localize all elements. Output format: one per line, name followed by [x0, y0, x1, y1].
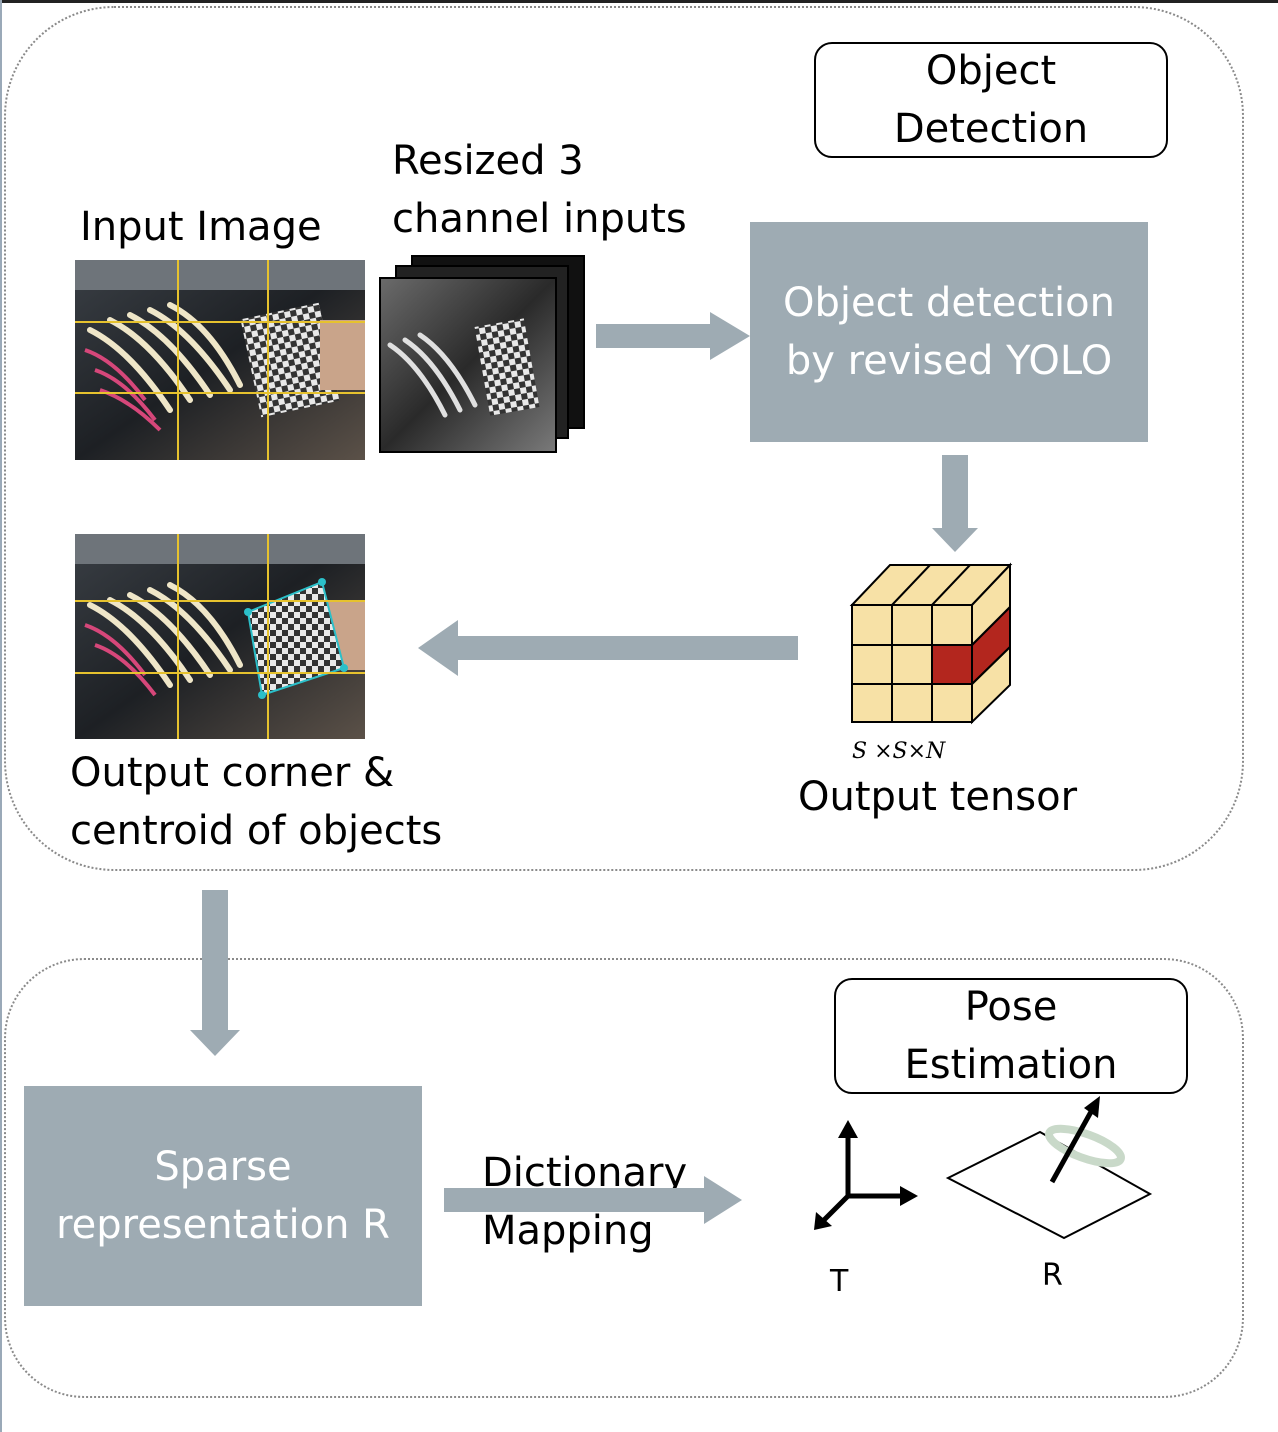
output-tensor-cube [849, 562, 1013, 725]
pose-estimation-panel [4, 958, 1244, 1398]
pose-estimation-title-line2: Estimation [904, 1042, 1118, 1088]
arrow-to-output [418, 620, 798, 676]
arrow-dictionary-mapping [444, 1176, 742, 1224]
translation-label: T [830, 1264, 849, 1299]
arrow-to-yolo [596, 312, 750, 360]
top-border [0, 0, 1278, 3]
left-border [0, 0, 2, 1432]
pose-estimation-title-line1: Pose [964, 984, 1058, 1030]
resized-label-line1: Resized 3 [392, 138, 584, 184]
resized-channel-stack [379, 255, 585, 453]
sparse-block-line1: Sparse [154, 1144, 292, 1190]
yolo-block-line2: by revised YOLO [785, 338, 1113, 384]
translation-axes-icon [814, 1120, 918, 1230]
output-label-line2: centroid of objects [70, 808, 443, 854]
object-detection-title-line1: Object [925, 48, 1057, 94]
rotation-plane-icon [945, 1096, 1153, 1240]
yolo-block-line1: Object detection [783, 280, 1115, 326]
arrow-to-sparse [190, 890, 240, 1056]
rotation-label: R [1042, 1258, 1063, 1293]
object-detection-title: Object Detection [814, 42, 1168, 158]
sparse-block-line2: representation R [56, 1202, 390, 1248]
input-image-label: Input Image [80, 204, 322, 250]
arrow-to-tensor [932, 455, 978, 552]
input-image [75, 260, 365, 460]
output-tensor-label: Output tensor [798, 774, 1078, 820]
tensor-dimensions-label: S ×S×N [852, 739, 946, 764]
sparse-representation-block: Sparse representation R [24, 1086, 422, 1306]
output-label-line1: Output corner & [70, 750, 395, 796]
output-image [75, 534, 365, 739]
object-detection-title-line2: Detection [893, 106, 1089, 152]
pose-estimation-title: Pose Estimation [834, 978, 1188, 1094]
flow-arrows [190, 312, 978, 1224]
resized-label-line2: channel inputs [392, 196, 687, 242]
dictionary-mapping-line2: Mapping [482, 1208, 654, 1254]
yolo-block: Object detection by revised YOLO [750, 222, 1148, 442]
object-detection-panel [4, 6, 1244, 871]
